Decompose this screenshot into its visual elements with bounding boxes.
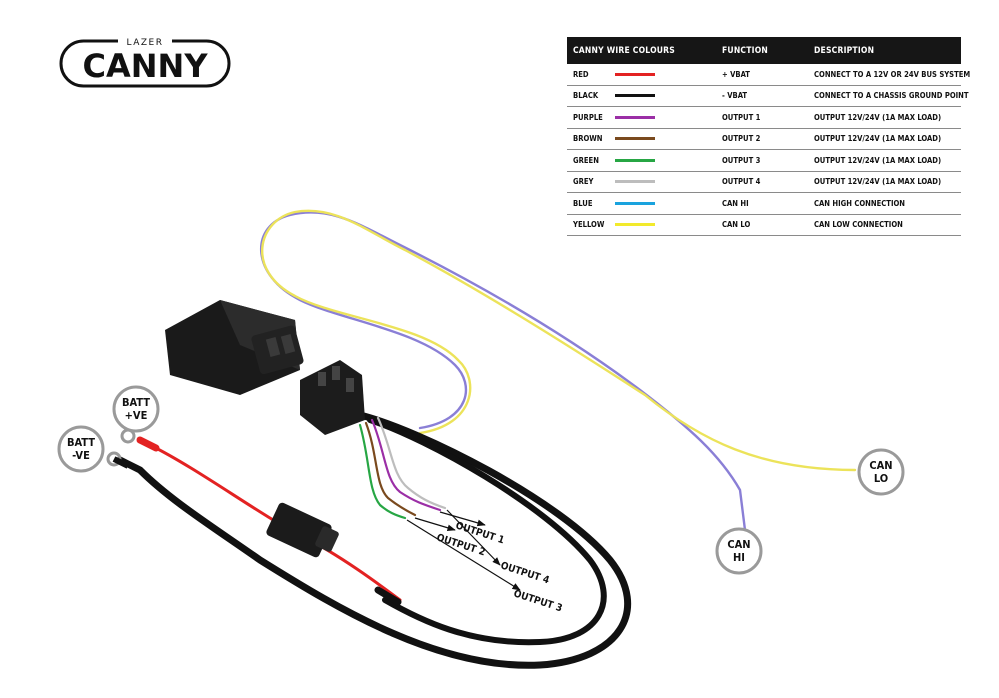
- black-harness: [116, 411, 631, 669]
- wire-colour-swatch: [615, 223, 655, 227]
- wire-colour-cell: BLUE: [567, 192, 716, 215]
- wire-colour-swatch: [615, 180, 655, 184]
- wire-colour-name: RED: [573, 69, 589, 79]
- wire-colour-cell: BLACK: [567, 85, 716, 107]
- wire-colour-cell: GREEN: [567, 149, 716, 172]
- wire-colour-swatch: [615, 158, 655, 162]
- function-cell: - VBAT: [716, 85, 808, 107]
- wire-colour-name: PURPLE: [573, 112, 603, 122]
- callout-batt-neg: BATT -VE: [57, 425, 105, 473]
- wire-colour-swatch: [615, 137, 655, 141]
- wire-colour-cell: BROWN: [567, 128, 716, 150]
- logo-wordmark: CANNY: [83, 47, 209, 85]
- logo-maker: LAZER: [127, 38, 164, 48]
- wire-colour-name: YELLOW: [573, 220, 605, 230]
- wire-colour-swatch: [615, 94, 655, 98]
- batt-neg-line1: BATT: [67, 436, 95, 449]
- red-battery-wire: [136, 436, 402, 606]
- can-bus-wires: [259, 209, 857, 532]
- function-cell: OUTPUT 4: [716, 171, 808, 193]
- label-output-3: OUTPUT 3: [512, 588, 563, 614]
- function-cell: OUTPUT 1: [716, 106, 808, 129]
- can-hi-line1: CAN: [727, 538, 750, 551]
- description-cell: OUTPUT 12V/24V (1A MAX LOAD): [808, 128, 961, 150]
- callout-batt-pos: BATT +VE: [112, 385, 160, 433]
- ring-terminals: [106, 428, 136, 469]
- description-cell: CONNECT TO A CHASSIS GROUND POINT: [808, 85, 969, 107]
- output-wires: [358, 416, 447, 520]
- function-cell: CAN LO: [716, 214, 808, 236]
- wire-colour-name: BLACK: [573, 91, 599, 101]
- can-hi-line2: HI: [733, 551, 745, 564]
- wire-colour-name: BLUE: [573, 198, 593, 208]
- table-header-row: CANNY WIRE COLOURS FUNCTION DESCRIPTION: [567, 37, 961, 64]
- batt-pos-line1: BATT: [122, 396, 150, 409]
- canny-controller-module: [165, 300, 304, 395]
- canny-logo: LAZER CANNY: [59, 34, 231, 88]
- can-lo-line1: CAN: [869, 459, 892, 472]
- header-description: DESCRIPTION: [808, 37, 961, 64]
- wire-colour-name: GREY: [573, 177, 594, 187]
- function-cell: OUTPUT 2: [716, 128, 808, 150]
- wire-colour-name: BROWN: [573, 134, 603, 144]
- wire-colour-name: GREEN: [573, 155, 599, 165]
- wire-colour-cell: RED: [567, 64, 716, 86]
- fuse-holder: [266, 502, 339, 558]
- harness-connector: [300, 360, 365, 435]
- wire-colour-table: CANNY WIRE COLOURS FUNCTION DESCRIPTION …: [567, 37, 970, 236]
- description-cell: CONNECT TO A 12V OR 24V BUS SYSTEM: [808, 64, 970, 86]
- description-cell: CAN HIGH CONNECTION: [808, 192, 961, 215]
- function-cell: + VBAT: [716, 64, 808, 86]
- header-function: FUNCTION: [716, 37, 808, 64]
- label-output-4: OUTPUT 4: [499, 560, 550, 586]
- wire-colour-swatch: [615, 201, 655, 205]
- wire-colour-cell: GREY: [567, 171, 716, 193]
- batt-pos-line2: +VE: [125, 409, 148, 422]
- function-cell: OUTPUT 3: [716, 149, 808, 172]
- header-wire-colours: CANNY WIRE COLOURS: [567, 37, 716, 64]
- callout-can-hi: CAN HI: [715, 527, 763, 575]
- description-cell: CAN LOW CONNECTION: [808, 214, 961, 236]
- wire-colour-cell: PURPLE: [567, 106, 716, 129]
- batt-neg-line2: -VE: [72, 449, 90, 462]
- description-cell: OUTPUT 12V/24V (1A MAX LOAD): [808, 171, 961, 193]
- can-lo-line2: LO: [874, 472, 888, 485]
- description-cell: OUTPUT 12V/24V (1A MAX LOAD): [808, 149, 961, 172]
- function-cell: CAN HI: [716, 192, 808, 215]
- wire-colour-cell: YELLOW: [567, 214, 716, 236]
- output-arrows: [406, 509, 521, 591]
- description-cell: OUTPUT 12V/24V (1A MAX LOAD): [808, 106, 961, 129]
- wire-colour-swatch: [615, 115, 655, 119]
- callout-can-lo: CAN LO: [857, 448, 905, 496]
- wire-colour-swatch: [615, 72, 655, 76]
